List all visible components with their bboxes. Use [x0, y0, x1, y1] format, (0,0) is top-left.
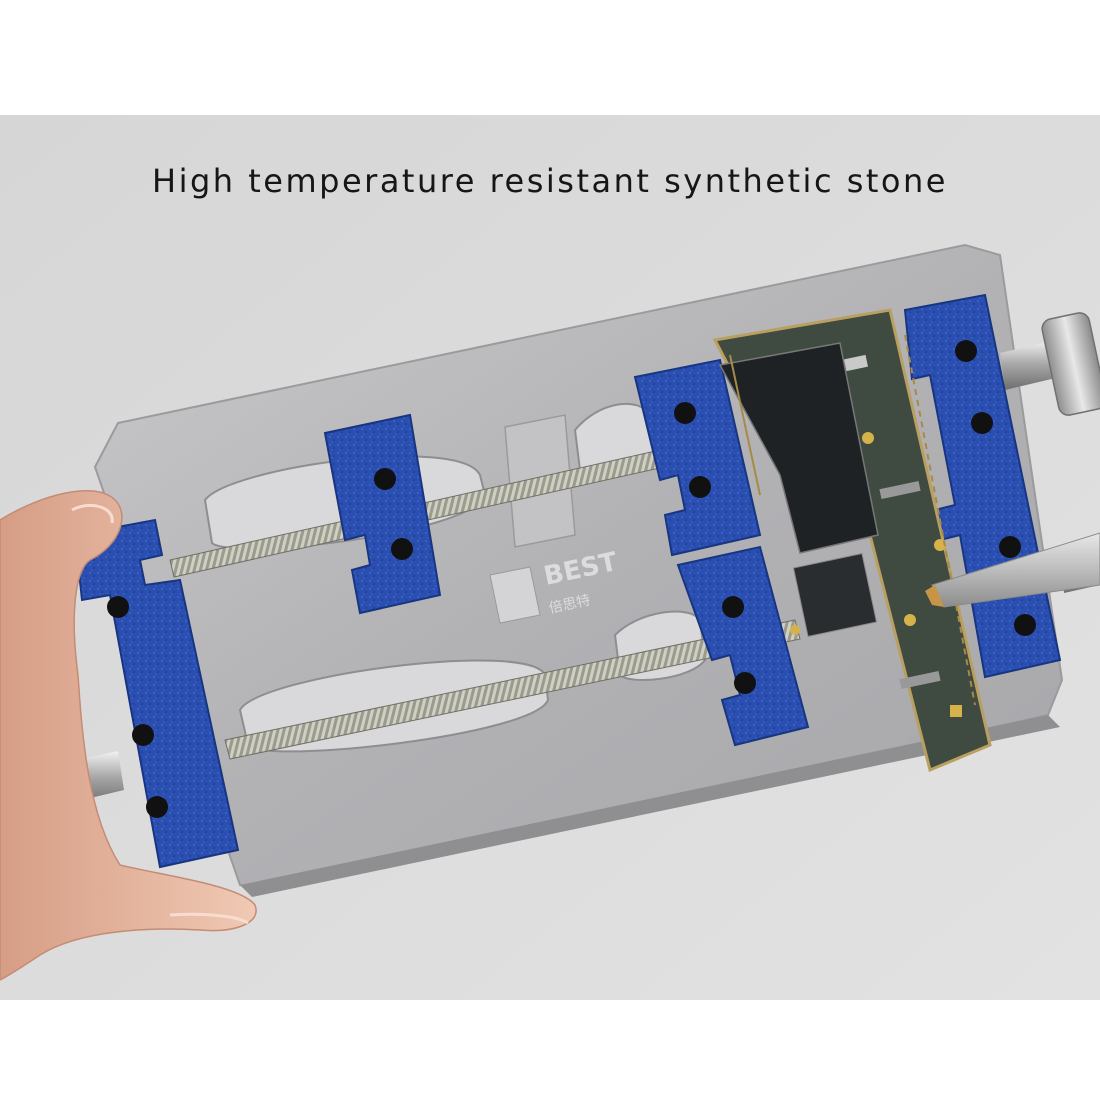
feature-caption: High temperature resistant synthetic sto… [152, 162, 948, 200]
clamp-lower-right-block [676, 545, 810, 747]
clamp-upper-right-block [633, 358, 762, 557]
soldering-pen [925, 532, 1100, 608]
product-photo: BEST 倍思特 [0, 115, 1100, 1000]
knob-right [1000, 312, 1100, 416]
hand [0, 489, 257, 981]
clamp-middle-block [323, 413, 442, 615]
pcb-holder-illustration: BEST 倍思特 [0, 115, 1100, 1000]
circuit-board [712, 308, 992, 773]
